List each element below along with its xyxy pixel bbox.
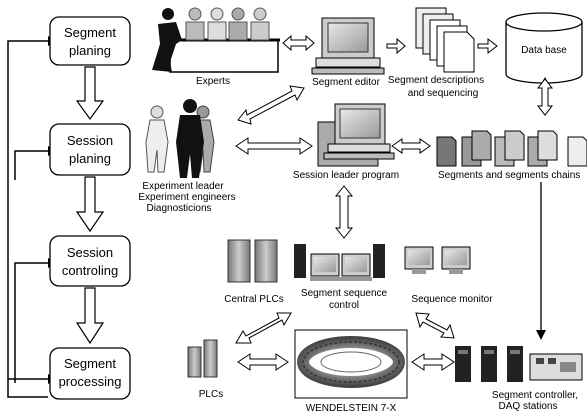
segment-editor-label: Segment editor <box>312 77 380 88</box>
segment-descriptions-label: Segment descriptions <box>388 75 484 86</box>
step-label: planing <box>69 43 111 58</box>
step-label: processing <box>59 374 122 389</box>
segments-chains-label: Segments and segments chains <box>438 170 580 181</box>
plcs-icon <box>187 339 218 378</box>
segment-descriptions-label: and sequencing <box>408 88 479 99</box>
step-label: Session <box>67 245 113 260</box>
feedback-line <box>14 262 48 383</box>
step-label: Session <box>67 133 113 148</box>
double-arrow <box>334 185 354 239</box>
down-arrow <box>75 176 105 233</box>
step-label: Segment <box>64 356 116 371</box>
diagonal-double-arrow <box>415 312 455 339</box>
experiment-team-icon <box>145 99 215 178</box>
database-label: Data base <box>521 45 567 56</box>
sequence-monitor-label: Sequence monitor <box>411 294 493 305</box>
double-arrow <box>391 138 431 154</box>
right-arrow <box>477 37 498 55</box>
step-box-segment-processing <box>49 347 131 400</box>
wendelstein-7x-image <box>294 329 408 399</box>
step-box-session-controling <box>49 235 131 287</box>
diagonal-double-arrow <box>235 312 292 344</box>
segments-chains-documents-icon <box>436 130 587 167</box>
segment-descriptions-documents-icon <box>415 7 475 73</box>
segment-controller-daq-icon <box>455 346 583 382</box>
double-arrow <box>411 353 455 371</box>
step-box-session-planing <box>49 123 131 176</box>
segment-sequence-control-icon <box>294 244 385 281</box>
plcs-label: PLCs <box>199 389 223 400</box>
segment-sequence-label: Segment sequence <box>301 288 388 299</box>
central-plcs-icon <box>227 239 278 283</box>
session-leader-computer-icon <box>317 103 395 167</box>
double-arrow <box>235 137 313 155</box>
down-arrow <box>75 66 105 121</box>
step-label: planing <box>69 151 111 166</box>
diagonal-double-arrow <box>237 85 305 125</box>
daq-stations-label: DAQ stations <box>499 401 558 412</box>
feedback-line <box>7 40 48 398</box>
segment-editor-computer-icon <box>311 17 385 75</box>
step-box-segment-planing <box>49 16 131 66</box>
left-flow: Segment planing Session planing Session … <box>7 16 131 400</box>
session-leader-label: Session leader program <box>293 170 399 181</box>
experiment-leader-label: Experiment leader <box>142 181 224 192</box>
experiment-engineers-label: Experiment engineers <box>138 192 235 203</box>
wendelstein-label: WENDELSTEIN 7-X <box>306 403 397 412</box>
double-arrow <box>282 34 315 52</box>
segment-sequence-label: control <box>329 300 359 311</box>
diagnosticians-label: Diagnosticions <box>146 203 211 214</box>
double-arrow <box>536 78 554 116</box>
database-icon <box>505 12 583 84</box>
right-arrow <box>386 37 406 55</box>
experts-label: Experts <box>196 76 230 87</box>
feedback-line <box>14 150 48 180</box>
step-label: controling <box>62 263 118 278</box>
segment-controller-label: Segment controller, <box>492 390 578 401</box>
sequence-monitor-icon <box>404 246 471 274</box>
step-label: Segment <box>64 25 116 40</box>
down-arrow <box>75 287 105 345</box>
central-plcs-label: Central PLCs <box>224 294 283 305</box>
experts-icon <box>152 7 280 73</box>
arrowhead <box>536 330 546 340</box>
double-arrow <box>237 353 289 371</box>
